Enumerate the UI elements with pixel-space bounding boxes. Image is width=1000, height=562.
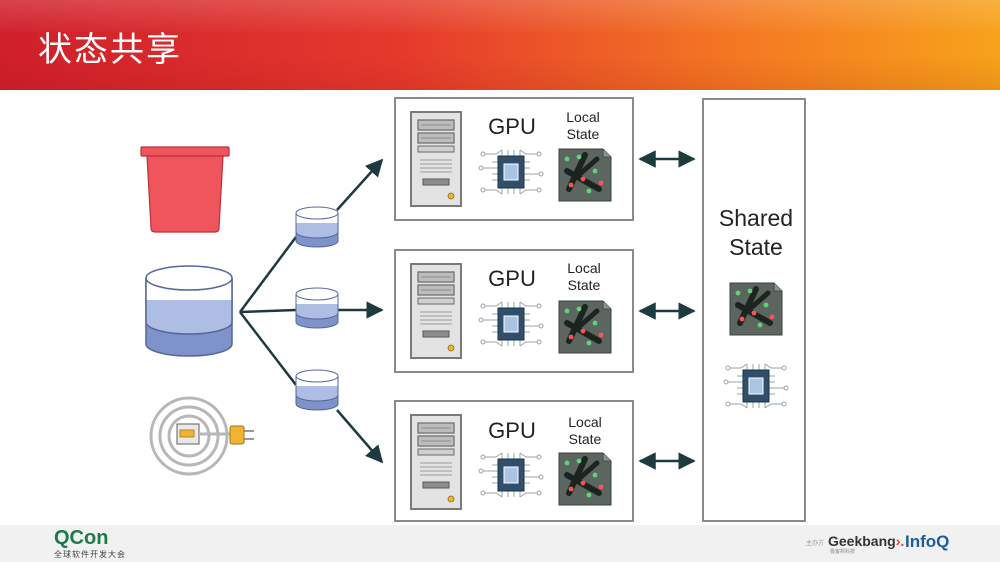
fan-out-connectors: [238, 158, 384, 464]
partition-database-icon-3: [295, 369, 339, 411]
server-icon: [410, 263, 462, 359]
local-state-map-icon: [559, 453, 611, 505]
server-icon: [410, 111, 462, 207]
shared-state-map-icon: [730, 283, 782, 335]
local-state-label-line1: Local: [566, 109, 599, 125]
gpu-label: GPU: [488, 266, 536, 291]
bucket-source-icon: [140, 146, 230, 233]
qcon-subtitle: 全球软件开发大会: [54, 550, 126, 559]
geekbang-logo-mark: ›.: [895, 533, 905, 549]
arrow-to-gpu-1: [336, 158, 384, 211]
state-sharing-diagram: GPU Local State GPU Local State GPU Loca…: [140, 97, 806, 522]
local-state-label-line1: Local: [567, 260, 600, 276]
partition-database-icon-2: [295, 287, 339, 329]
infoq-logo: InfoQ: [905, 532, 950, 551]
gpu-worker-box-3: GPU Local State: [394, 400, 634, 522]
gpu-worker-box-1: GPU Local State: [394, 97, 634, 221]
local-state-map-icon: [559, 301, 611, 353]
header-sheen: [0, 0, 1000, 32]
gpu-label: GPU: [488, 418, 536, 443]
qcon-logo-text: QCon: [54, 527, 109, 549]
shared-state-label-line1: Shared: [719, 205, 793, 231]
gpu-worker-box-2: GPU Local State: [394, 249, 634, 373]
header-banner: 状态共享: [0, 0, 1000, 90]
arrow-to-gpu-3: [336, 409, 384, 464]
sync-arrows: [638, 150, 696, 470]
shared-state-label-line2: State: [729, 234, 783, 260]
geekbang-logo: Geekbang›.: [828, 533, 904, 549]
connector-top: [238, 236, 298, 313]
database-source-icon: [145, 265, 233, 357]
stream-source-icon: [149, 396, 254, 476]
local-state-map-icon: [559, 149, 611, 201]
footer-bar: [0, 525, 1000, 562]
page-title: 状态共享: [38, 30, 182, 70]
partition-database-icon-1: [295, 206, 339, 248]
shared-state-box: Shared State: [702, 98, 806, 522]
connector-middle: [239, 308, 297, 314]
connector-bottom: [239, 311, 297, 386]
local-state-label-line2: State: [568, 277, 601, 293]
gpu-label: GPU: [488, 114, 536, 139]
local-state-label-line1: Local: [568, 414, 601, 430]
sponsor-label: 主办方: [806, 540, 825, 547]
header-band: [0, 56, 1000, 90]
local-state-label-line2: State: [567, 126, 600, 142]
qcon-logo: QCon 全球软件开发大会: [54, 528, 126, 560]
geekbang-subtitle: 极客邦科技: [830, 549, 856, 555]
server-icon: [410, 414, 462, 510]
local-state-label-line2: State: [569, 431, 602, 447]
geekbang-logo-text: Geekbang: [828, 533, 896, 549]
